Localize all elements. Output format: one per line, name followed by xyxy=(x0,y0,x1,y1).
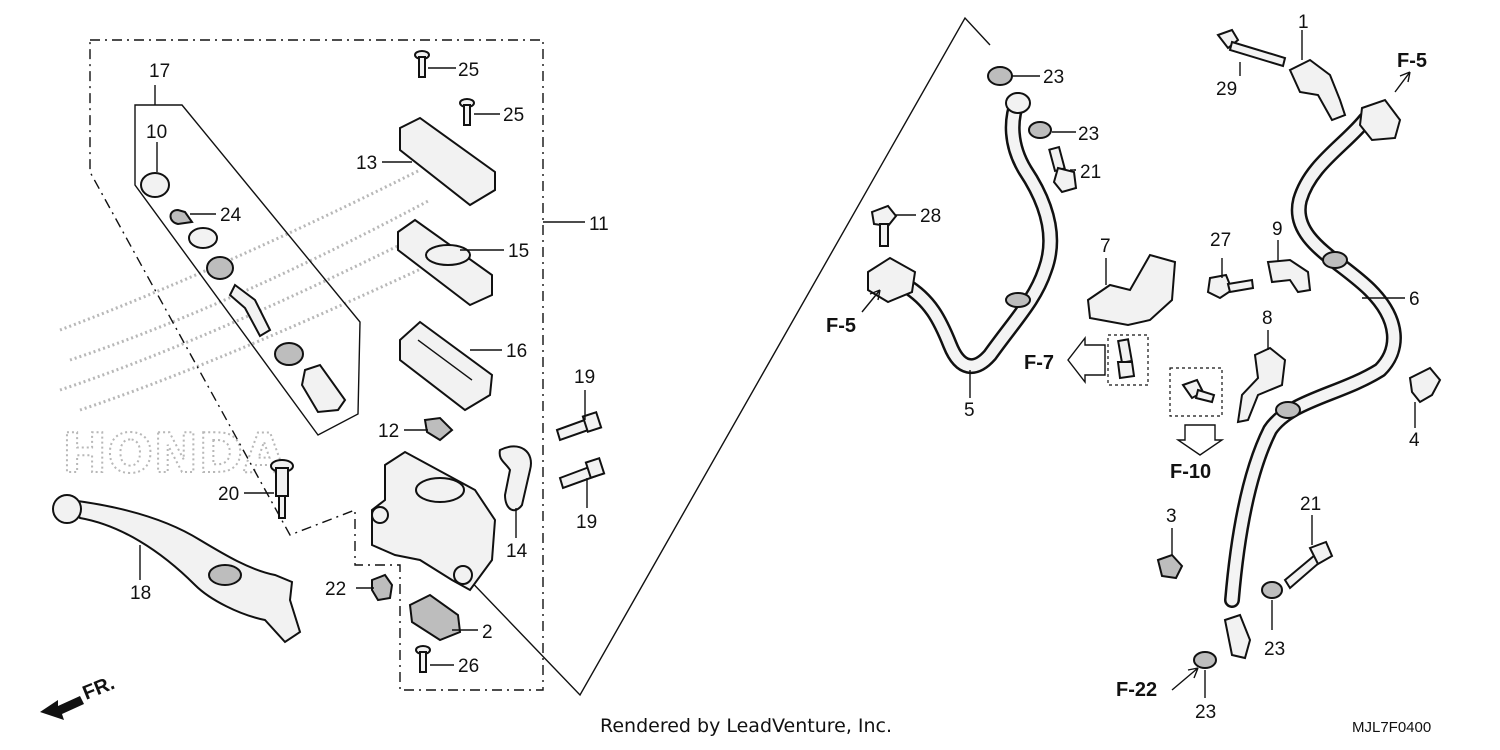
callout-15: 15 xyxy=(508,241,529,262)
bolt-27 xyxy=(1206,273,1255,300)
callout-23a: 23 xyxy=(1043,67,1064,88)
guide-line-right xyxy=(459,16,991,697)
piston-kit-parts xyxy=(140,172,347,414)
callout-21a: 21 xyxy=(1080,162,1101,183)
arrow-f22 xyxy=(1171,667,1199,691)
arrow-f10 xyxy=(1175,424,1225,456)
nut-22 xyxy=(371,573,394,602)
bolt-8 xyxy=(1181,378,1216,404)
callout-11: 11 xyxy=(589,214,609,235)
assembly-boundary-11 xyxy=(89,39,544,691)
callout-16: 16 xyxy=(506,341,527,362)
callout-23d: 23 xyxy=(1195,702,1216,723)
fr-label: FR. xyxy=(80,672,118,704)
brake-hose-5 xyxy=(867,92,1059,375)
assembly-boundary-17 xyxy=(134,104,361,436)
callout-6: 6 xyxy=(1409,289,1420,310)
callout-29: 29 xyxy=(1216,79,1237,100)
diaphragm-ring xyxy=(425,244,471,266)
ref-f5-left: F-5 xyxy=(826,315,856,337)
clip-3 xyxy=(1156,553,1184,580)
front-direction-arrow: FR. xyxy=(40,672,118,720)
callout-25b: 25 xyxy=(503,105,524,126)
screw-26 xyxy=(415,645,431,673)
bolt-21b xyxy=(1283,540,1334,590)
callout-23c: 23 xyxy=(1264,639,1285,660)
watermark-text: HONDA xyxy=(62,422,285,485)
bolt-19a xyxy=(555,410,603,442)
stay-8 xyxy=(1236,346,1287,424)
callout-14: 14 xyxy=(506,541,528,562)
diaphragm-16 xyxy=(399,320,494,412)
callout-18: 18 xyxy=(130,583,151,604)
ref-f7: F-7 xyxy=(1024,352,1054,374)
brake-switch-2 xyxy=(408,593,462,642)
callout-17: 17 xyxy=(149,61,170,82)
clip-12 xyxy=(423,416,454,442)
callout-10: 10 xyxy=(146,122,167,143)
clamp-1 xyxy=(1288,58,1347,122)
washer-23d xyxy=(1193,651,1217,669)
callout-27: 27 xyxy=(1210,230,1231,251)
master-cylinder-body xyxy=(371,450,497,592)
washer-23b xyxy=(1028,121,1052,139)
callout-28: 28 xyxy=(920,206,941,227)
callout-8: 8 xyxy=(1262,308,1273,329)
reference-labels: F-5 F-5 F-7 F-10 F-22 xyxy=(826,50,1427,701)
ref-f10: F-10 xyxy=(1170,461,1211,483)
screw-25b xyxy=(459,98,475,126)
clip-4 xyxy=(1408,366,1442,404)
arrow-f5-left xyxy=(861,289,881,313)
honda-watermark: HONDA xyxy=(59,168,441,486)
callout-19b: 19 xyxy=(576,512,597,533)
callout-9: 9 xyxy=(1272,219,1283,240)
callout-20: 20 xyxy=(218,484,239,505)
rendered-by-credit: Rendered by LeadVenture, Inc. xyxy=(600,715,892,737)
brake-hose-6 xyxy=(1223,98,1402,660)
washer-23a xyxy=(987,66,1013,86)
arrow-f5-right xyxy=(1394,71,1411,93)
bolt-7 xyxy=(1116,338,1136,380)
callout-13: 13 xyxy=(356,153,377,174)
callout-1: 1 xyxy=(1298,12,1309,33)
washer-23c xyxy=(1261,581,1283,599)
callout-19a: 19 xyxy=(574,367,595,388)
clip-9 xyxy=(1266,258,1312,294)
bolt-21a xyxy=(1048,145,1078,194)
callout-26: 26 xyxy=(458,656,479,677)
bolt-19b xyxy=(558,456,606,490)
callout-3: 3 xyxy=(1166,506,1177,527)
brake-lever-18 xyxy=(68,498,302,644)
leader-lines xyxy=(139,30,1416,698)
callout-7: 7 xyxy=(1100,236,1111,257)
callout-23b: 23 xyxy=(1078,124,1099,145)
callout-4: 4 xyxy=(1409,430,1420,451)
arrow-f7 xyxy=(1067,335,1106,385)
callout-22: 22 xyxy=(325,579,346,600)
screw-25a xyxy=(414,50,430,78)
ref-f5-right: F-5 xyxy=(1397,50,1427,72)
pivot-bolt-20 xyxy=(270,459,294,519)
callout-2: 2 xyxy=(482,622,493,643)
bolt-29 xyxy=(1216,28,1287,68)
stay-7 xyxy=(1086,253,1177,327)
callout-25a: 25 xyxy=(458,60,479,81)
callout-5: 5 xyxy=(964,400,975,421)
callout-24: 24 xyxy=(220,205,242,226)
diagram-code: MJL7F0400 xyxy=(1352,719,1431,736)
holder-14 xyxy=(498,445,532,512)
callout-21b: 21 xyxy=(1300,494,1321,515)
bolt-28 xyxy=(870,204,898,247)
ref-f22: F-22 xyxy=(1116,679,1157,701)
callout-12: 12 xyxy=(378,421,399,442)
reservoir-cap-13 xyxy=(399,116,496,207)
callout-labels: 1 2 3 4 5 6 7 8 9 10 11 12 13 14 15 16 1… xyxy=(130,12,1420,723)
